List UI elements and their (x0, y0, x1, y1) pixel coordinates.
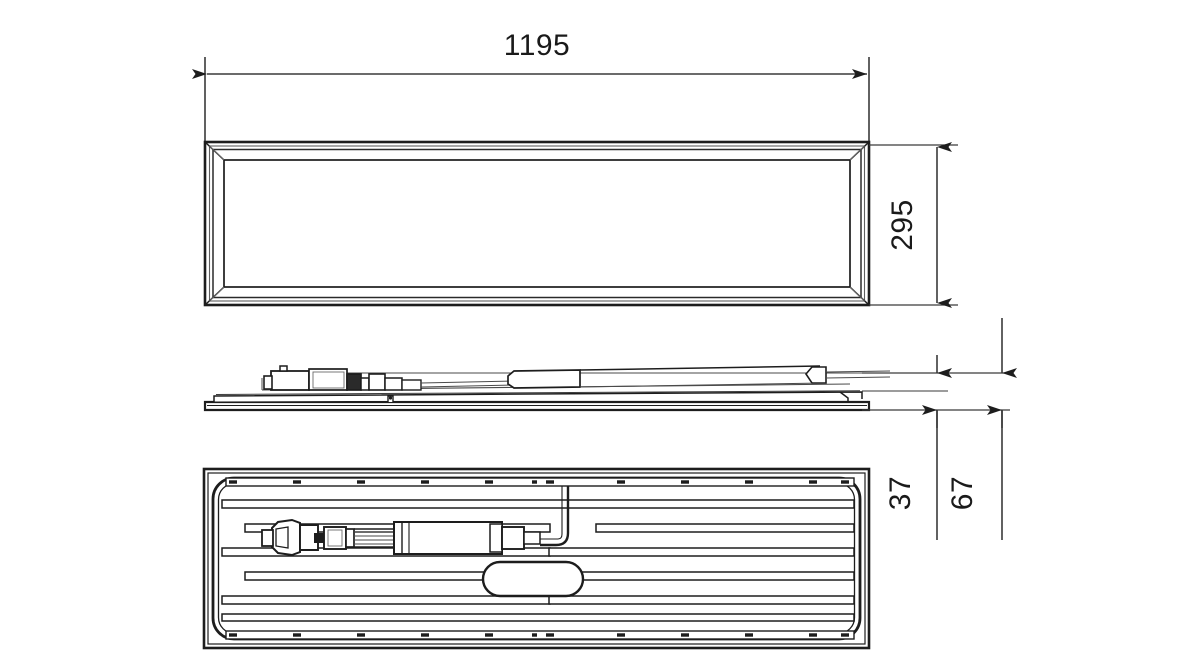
back-view (202, 467, 871, 650)
tray-rails (221, 499, 855, 622)
body-depth-dimension-label: 37 (884, 476, 917, 510)
fastener-marks-bottom (229, 633, 849, 637)
length-dimension (192, 57, 870, 142)
fastener-marks-top (229, 480, 849, 484)
junction-pocket (481, 560, 585, 598)
width-dimension (869, 142, 958, 308)
front-view (203, 140, 871, 307)
depth-dimensions (862, 318, 1017, 540)
driver-assembly (261, 518, 541, 557)
cable-route (540, 486, 570, 547)
side-view (203, 365, 931, 412)
width-dimension-label: 295 (886, 199, 919, 251)
length-dimension-label: 1195 (504, 29, 571, 62)
total-depth-dimension-label: 67 (946, 476, 979, 510)
